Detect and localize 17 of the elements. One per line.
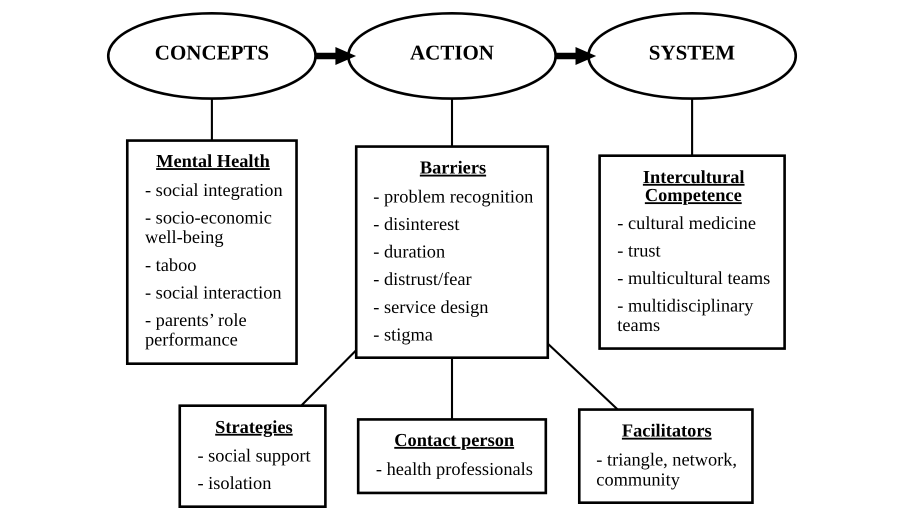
connector — [450, 358, 454, 420]
node-ellipse: SYSTEM — [587, 12, 798, 100]
arrow — [556, 46, 596, 65]
node-box: Barriers - problem recognition - disinterest - duration - distrust/fear - service design - stigma — [354, 145, 550, 360]
node-box: Contact person - health professionals — [356, 418, 548, 494]
node-ellipse: ACTION — [347, 12, 557, 100]
node-box: Mental Health - social integration - socio-economic well-being - taboo - social interaction - parents’ role performance — [126, 139, 298, 365]
node-box: Facilitators - triangle, network, community — [578, 408, 754, 504]
connector — [691, 98, 694, 156]
node-ellipse: CONCEPTS — [106, 12, 317, 100]
node-box: Intercultural Competence - cultural medicine - trust - multicultural teams - multidisciplinary teams — [598, 154, 786, 350]
node-box: Strategies - social support - isolation — [178, 404, 327, 508]
connector — [210, 98, 213, 140]
arrow — [316, 46, 356, 65]
connector — [301, 350, 357, 406]
connector — [548, 343, 618, 410]
connector — [450, 98, 454, 146]
